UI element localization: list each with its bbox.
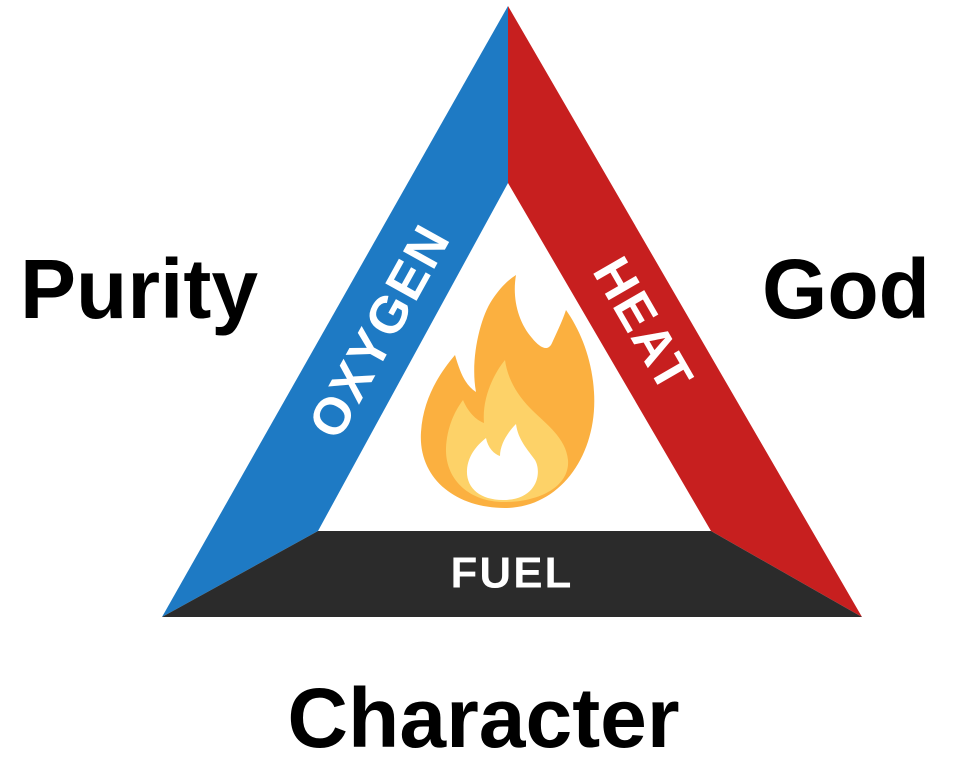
label-purity: Purity	[20, 242, 259, 336]
oxygen-side	[162, 6, 508, 617]
label-character: Character	[287, 671, 680, 765]
flame-inner	[466, 424, 538, 500]
flame-icon	[420, 275, 595, 508]
fuel-label: FUEL	[451, 549, 574, 598]
label-god: God	[762, 242, 930, 336]
heat-side	[508, 6, 862, 617]
fuel-side	[162, 531, 862, 617]
